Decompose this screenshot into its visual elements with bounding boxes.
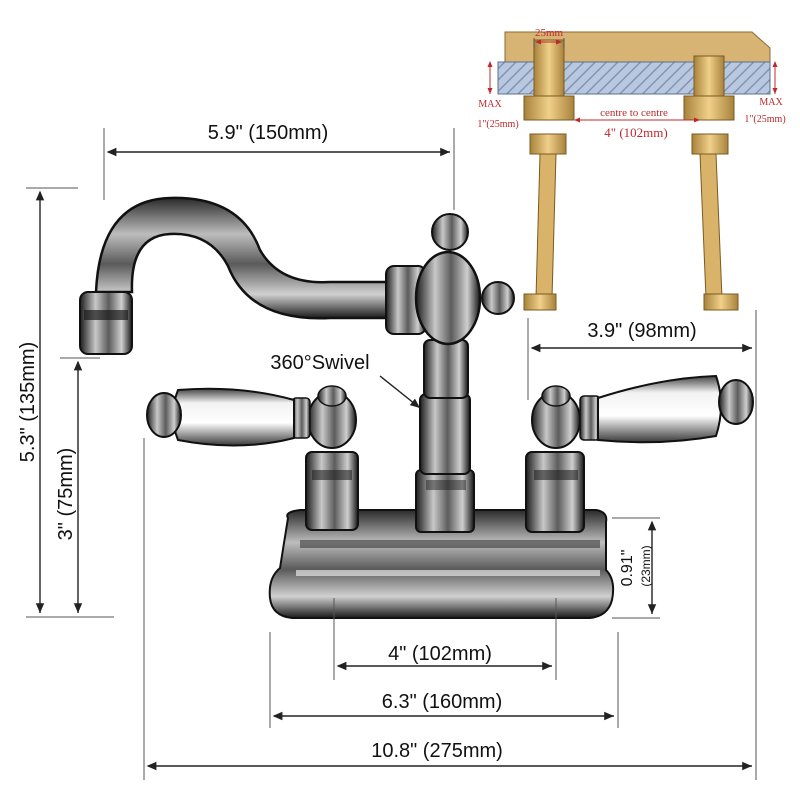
swivel-hub xyxy=(414,250,482,346)
base-plate xyxy=(268,509,615,619)
centre-to-centre-value: 4" (102mm) xyxy=(604,125,667,140)
max-left-title: MAX xyxy=(478,99,502,110)
overall-width-label: 10.8" (275mm) xyxy=(371,740,503,762)
centre-to-centre-label: centre to centre xyxy=(600,107,668,119)
left-shank xyxy=(533,39,565,101)
spout-height-label: 3" (75mm) xyxy=(55,448,77,541)
max-right-value: 1"(25mm) xyxy=(744,114,785,125)
swivel-pointer xyxy=(379,375,421,409)
right-handle xyxy=(525,374,754,533)
installation-inset: 25mm MAX 1"(25mm) MAX 1"(25mm) centre to… xyxy=(477,27,786,311)
right-supply-hose xyxy=(699,153,723,299)
spout-column xyxy=(415,339,475,533)
base-height-inch-label: 0.91" xyxy=(619,550,636,587)
right-shank xyxy=(693,55,725,101)
centers-label: 4" (102mm) xyxy=(388,643,492,665)
left-porcelain-lever xyxy=(172,387,295,447)
base-width-label: 6.3" (160mm) xyxy=(382,691,502,713)
total-height-label: 5.3" (135mm) xyxy=(17,342,39,462)
spout-aerator xyxy=(79,291,133,355)
nut-size-label: 25mm xyxy=(535,27,564,39)
side-knob xyxy=(481,281,515,315)
spout-reach-label: 5.9" (150mm) xyxy=(208,122,328,144)
shank-length-label: 3.9" (98mm) xyxy=(587,320,696,342)
max-right-title: MAX xyxy=(759,97,783,108)
top-finial xyxy=(431,213,469,251)
faucet-illustration xyxy=(79,196,754,619)
base-height-mm-label: (23mm) xyxy=(639,545,653,586)
max-left-value: 1"(25mm) xyxy=(477,119,518,130)
swivel-spout xyxy=(94,196,392,320)
dimension-annotations: 5.9" (150mm) 5.3" (135mm) 3" (75mm) 360°… xyxy=(17,122,757,780)
countertop-slab xyxy=(504,31,771,63)
swivel-label: 360°Swivel xyxy=(270,352,369,374)
left-supply-hose xyxy=(535,153,557,299)
left-handle xyxy=(146,385,359,531)
right-porcelain-lever xyxy=(597,374,722,444)
